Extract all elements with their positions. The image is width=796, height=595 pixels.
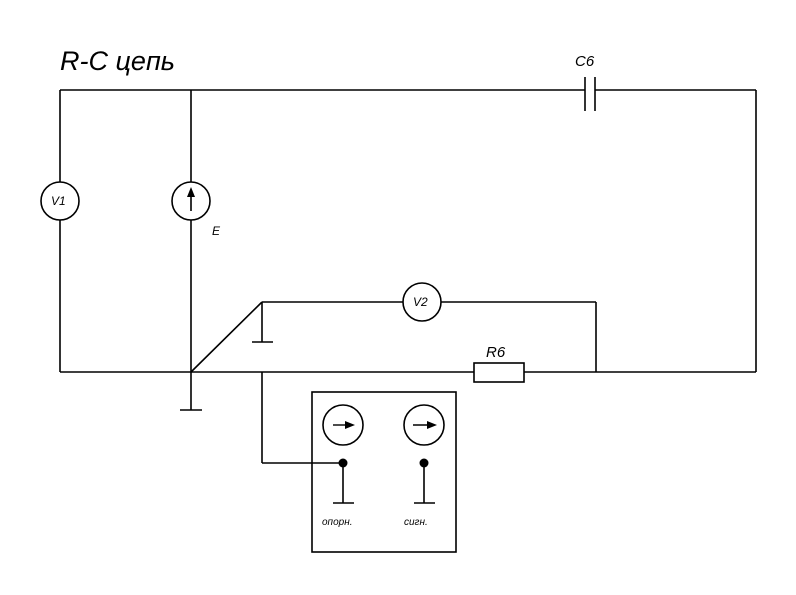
voltage-source-e	[171, 181, 211, 221]
capacitor-label: C6	[575, 53, 595, 70]
signal-terminal	[414, 458, 435, 504]
reference-meter	[322, 404, 364, 446]
source-label: E	[212, 224, 221, 238]
voltmeter-v1	[40, 181, 80, 221]
voltmeter-v2-label: V2	[413, 295, 428, 309]
voltmeter-v2	[402, 282, 442, 322]
reference-lead-wire	[261, 372, 343, 464]
main-circuit-wires	[59, 89, 757, 410]
reference-terminal-label: опорн.	[322, 517, 352, 528]
capacitor-c6	[584, 77, 596, 111]
measurement-panel	[311, 391, 457, 553]
reference-terminal	[333, 458, 354, 504]
signal-terminal-label: сигн.	[404, 517, 428, 528]
v2-branch-wires	[190, 301, 597, 373]
voltmeter-v1-label: V1	[51, 194, 66, 208]
signal-meter	[403, 404, 445, 446]
diagram-title: R-C цепь	[60, 46, 175, 76]
resistor-label: R6	[486, 344, 506, 361]
resistor-r6	[473, 362, 525, 383]
